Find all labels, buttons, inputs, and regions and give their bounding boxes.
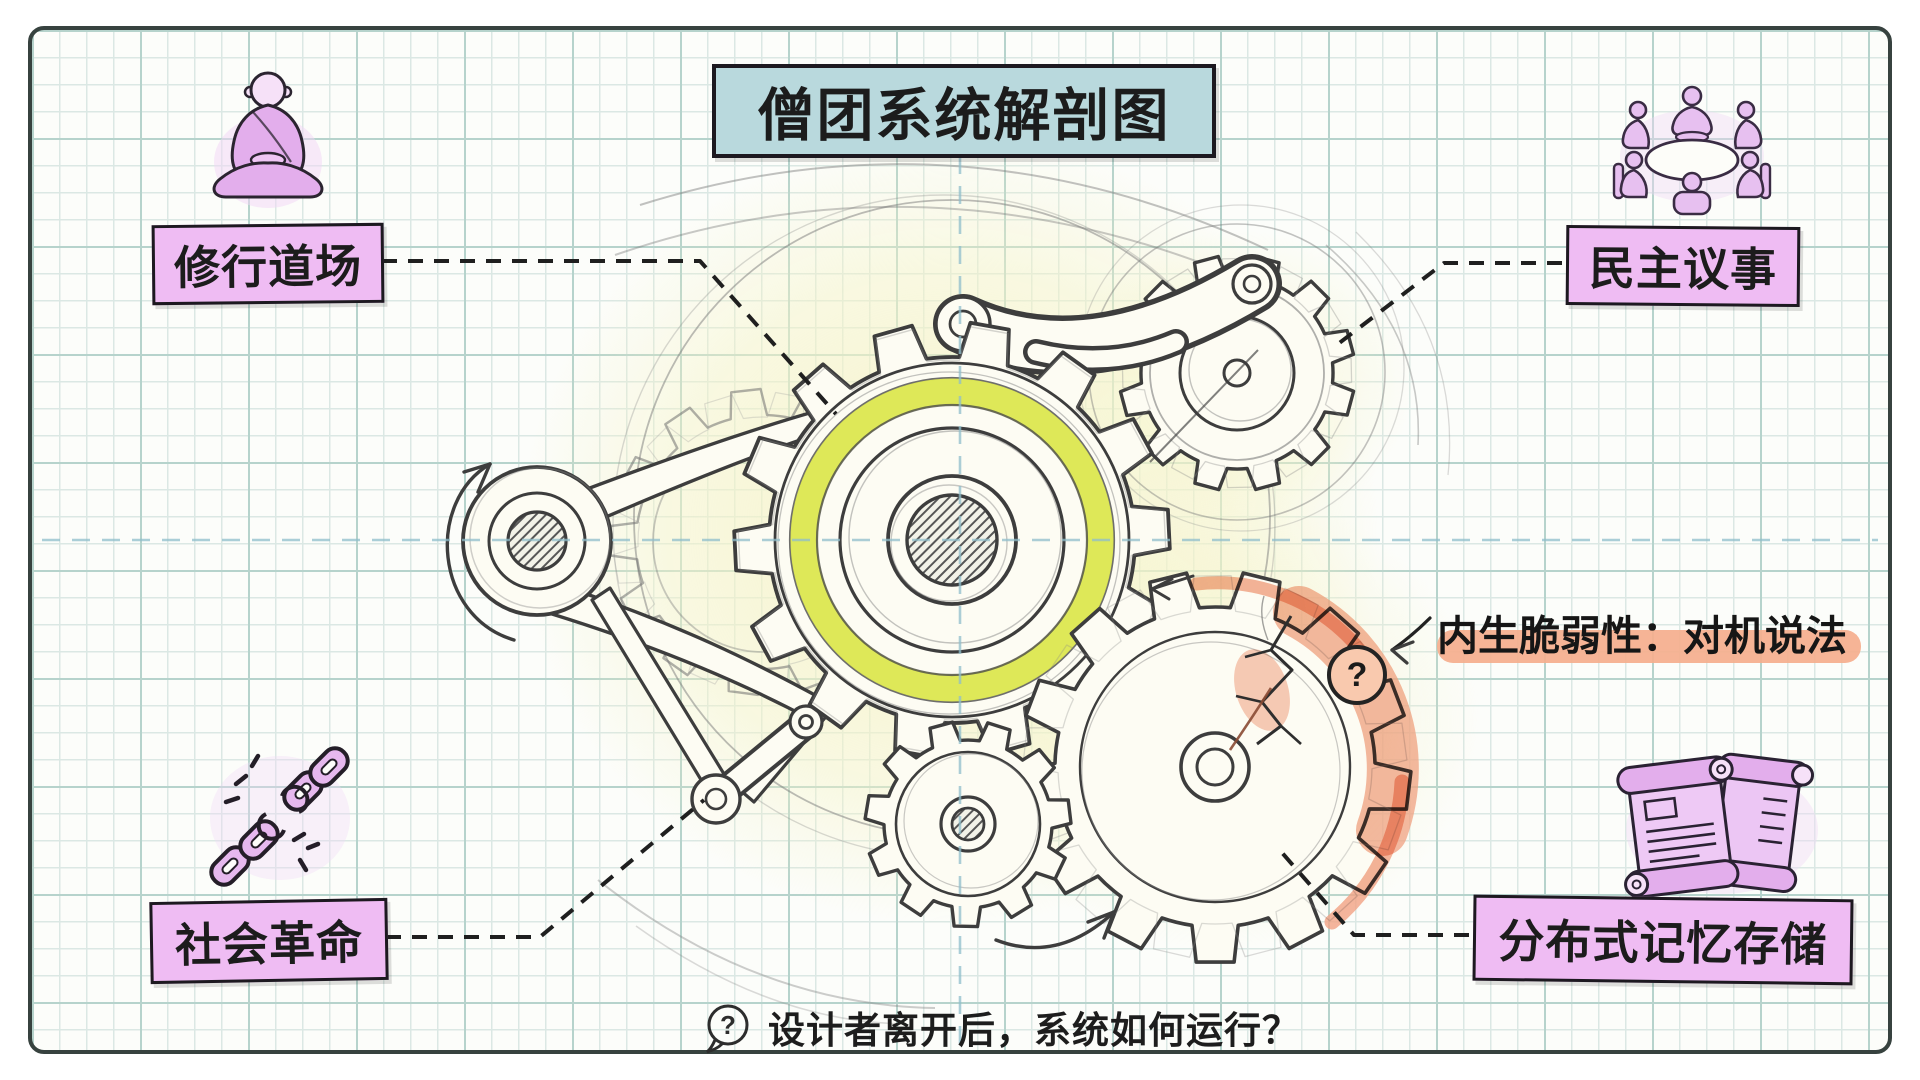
label-box-practice-dojo: 修行道场 — [151, 222, 385, 306]
footer-question-text: 设计者离开后，系统如何运行？ — [768, 1010, 1300, 1051]
label-text: 分布式记忆存储 — [1498, 914, 1828, 972]
label-text: 民主议事 — [1588, 242, 1778, 296]
page-title-box: 僧团系统解剖图 — [712, 64, 1216, 158]
question-marker-text: ? — [1346, 655, 1368, 694]
label-box-social-revolution: 社会革命 — [149, 897, 389, 985]
annotation-highlight-bar — [1437, 630, 1861, 663]
annotation-text: 内生脆弱性：对机说法 — [1437, 613, 1847, 659]
scroll-documents-icon — [1608, 746, 1836, 908]
footer-question: ? 设计者离开后，系统如何运行？ — [704, 1000, 1300, 1054]
question-bubble-icon: ? — [706, 1004, 749, 1054]
page-title: 僧团系统解剖图 — [757, 84, 1171, 148]
broken-chain-icon — [196, 740, 361, 892]
label-box-democratic-deliberation: 民主议事 — [1565, 224, 1801, 308]
label-text: 社会革命 — [174, 916, 364, 972]
round-table-meeting-icon — [1604, 76, 1780, 216]
bubble-question-glyph: ? — [720, 1010, 736, 1040]
meditating-monk-icon — [203, 62, 333, 214]
label-text: 修行道场 — [173, 240, 363, 294]
question-marker-badge: ? — [1327, 645, 1387, 705]
label-box-distributed-memory: 分布式记忆存储 — [1472, 894, 1854, 986]
